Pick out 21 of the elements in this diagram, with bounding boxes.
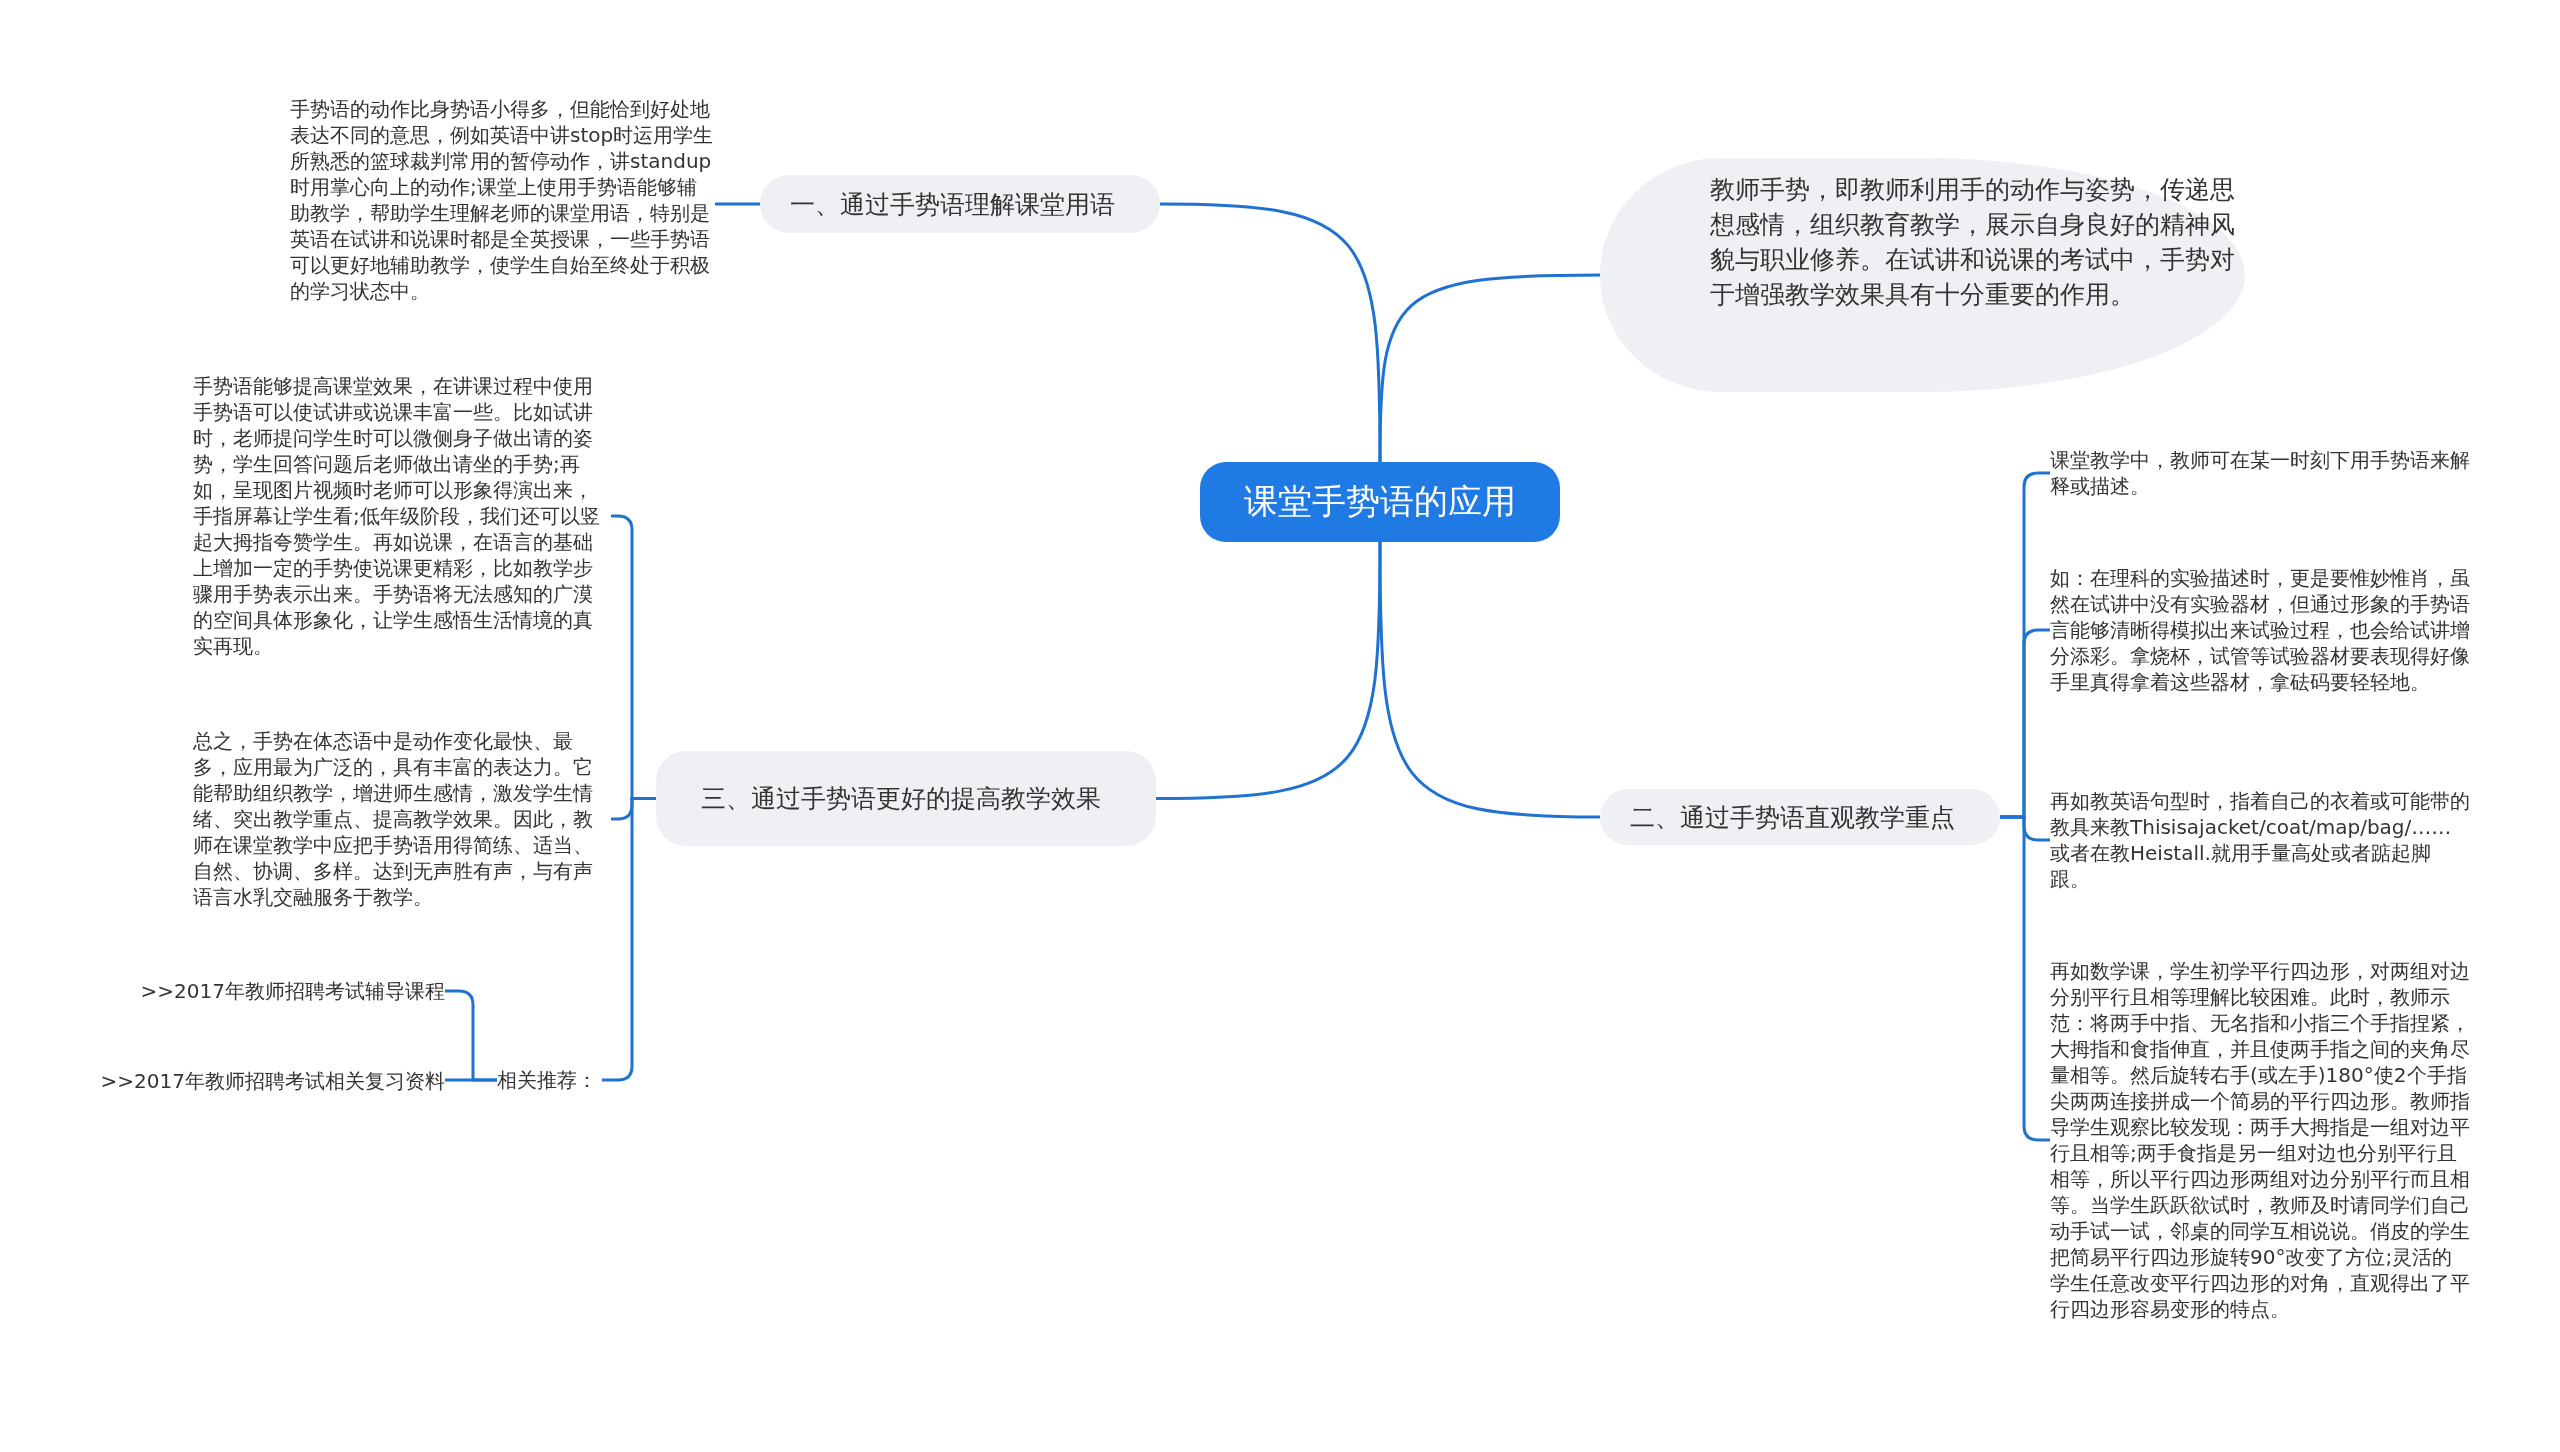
topic-bubble: 教师手势，即教师利用手的动作与姿势，传递思想感情，组织教育教学，展示自身良好的精神风貌与职业修养。在试讲和说课的考试中，手势对于增强教学效果具有十分重要的作用。 bbox=[1600, 158, 2245, 392]
note-text: 再如数学课，学生初学平行四边形，对两组对边分别平行且相等理解比较困难。此时，教师示范：将两手中指、无名指和小指三个手指捏紧，大拇指和食指伸直，并且使两手指之间的夹角尽量相等。然后旋转右手(或左手)180°使2个手指尖两两连接拼成一个简易的平行四边形。教师指导学生观察比较发现：两手大拇指是一组对边平行且相等;两手食指是另一组对边也分别平行且相等，所以平行四边形两组对边分别平行而且相等。当学生跃跃欲试时，教师及时请同学们自己动手试一试，邻桌的同学互相说说。俏皮的学生把简易平行四边形旋转90°改变了方位;灵活的学生任意改变平行四边形的对角，直观得出了平行四边形容易变形的特点。 bbox=[2050, 958, 2470, 1322]
topic-label: 相关推荐： bbox=[497, 1067, 598, 1093]
note-text: 手势语能够提高课堂效果，在讲课过程中使用手势语可以使试讲或说课丰富一些。比如试讲时，老师提问学生时可以微侧身子做出请的姿势，学生回答问题后老师做出请坐的手势;再如，呈现图片视频时老师可以形象得演出来，手指屏幕让学生看;低年级阶段，我们还可以竖起大拇指夸赞学生。再如说课，在语言的基础上增加一定的手势使说课更精彩，比如教学步骤用手势表示出来。手势语将无法感知的广漠的空间具体形象化，让学生感悟生活情境的真实再现。 bbox=[193, 373, 601, 659]
topic-box: 一、通过手势语理解课堂用语 bbox=[760, 175, 1160, 233]
note-text: 再如教英语句型时，指着自己的衣着或可能带的教具来教Thisisajacket/coat/map/bag/……或者在教Heistall.就用手量高处或者踮起脚跟。 bbox=[2050, 788, 2470, 892]
note-text: 如：在理科的实验描述时，更是要惟妙惟肖，虽然在试讲中没有实验器材，但通过形象的手势语言能够清晰得模拟出来试验过程，也会给试讲增分添彩。拿烧杯，试管等试验器材要表现得好像手里真得拿着这些器材，拿砝码要轻轻地。 bbox=[2050, 565, 2470, 695]
topic-box: 二、通过手势语直观教学重点 bbox=[1600, 789, 2000, 845]
connector-line bbox=[1378, 542, 1601, 819]
connector-line bbox=[1159, 202, 1382, 462]
connector-line bbox=[1155, 542, 1382, 800]
connector-line bbox=[1378, 273, 1600, 462]
note-text: 总之，手势在体态语中是动作变化最快、最多，应用最为广泛的，具有丰富的表达力。它能帮助组织教学，增进师生感情，激发学生情绪、突出教学重点、提高教学效果。因此，教师在课堂教学中应把手势语用得简练、适当、自然、协调、多样。达到无声胜有声，与有声语言水乳交融服务于教学。 bbox=[193, 728, 594, 910]
link-text: >>2017年教师招聘考试辅导课程 bbox=[139, 978, 445, 1004]
central-topic: 课堂手势语的应用 bbox=[1200, 462, 1560, 542]
link-text: >>2017年教师招聘考试相关复习资料 bbox=[99, 1068, 445, 1094]
topic-box: 三、通过手势语更好的提高教学效果 bbox=[656, 751, 1156, 846]
note-text: 课堂教学中，教师可在某一时刻下用手势语来解释或描述。 bbox=[2050, 447, 2470, 499]
note-text: 手势语的动作比身势语小得多，但能恰到好处地表达不同的意思，例如英语中讲stop时运用学生所熟悉的篮球裁判常用的暂停动作，讲standup时用掌心向上的动作;课堂上使用手势语能够辅助教学，帮助学生理解老师的课堂用语，特别是英语在试讲和说课时都是全英授课，一些手势语可以更好地辅助教学，使学生自始至终处于积极的学习状态中。 bbox=[290, 96, 715, 304]
connector-line bbox=[445, 1078, 497, 1082]
connector-line bbox=[715, 202, 760, 206]
